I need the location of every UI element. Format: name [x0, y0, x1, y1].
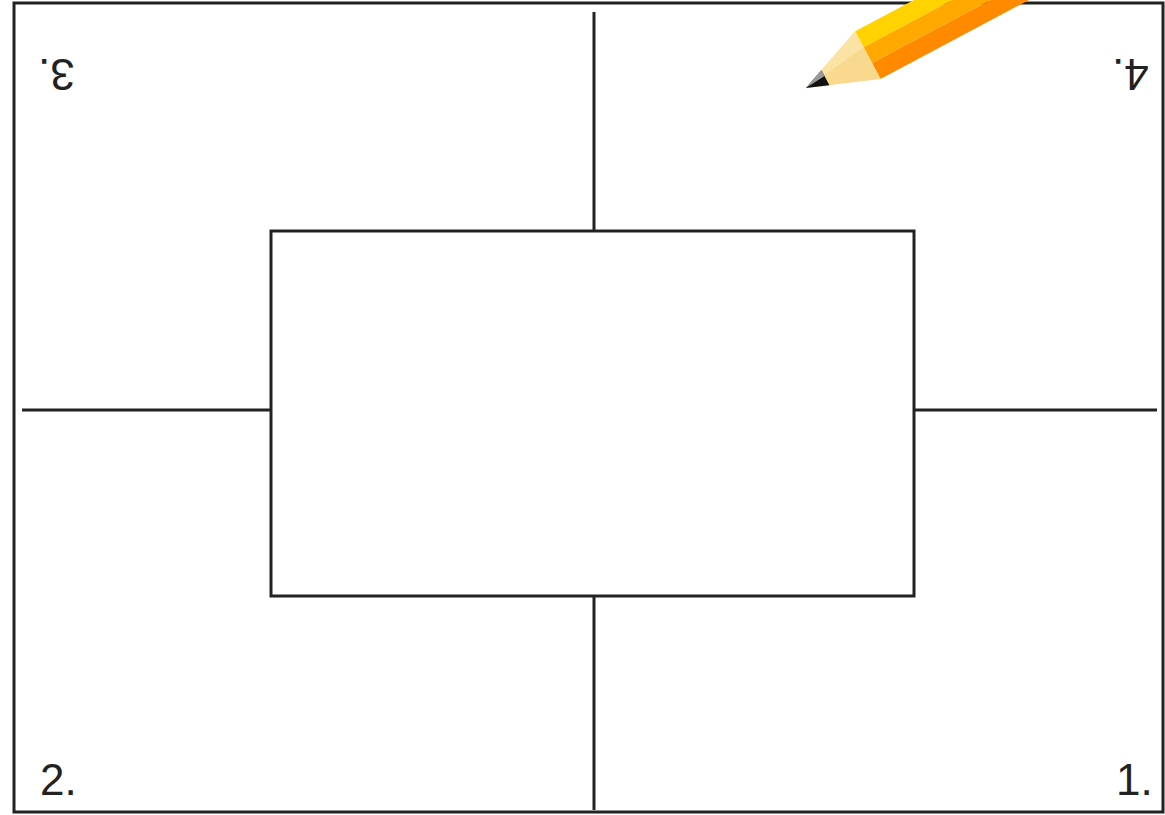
callout-number: 2. [40, 758, 77, 802]
callout-number: 3. [38, 52, 75, 96]
divider-line [593, 12, 596, 231]
center-box [271, 231, 914, 596]
pencil-icon [793, 0, 1165, 112]
outer-frame [14, 3, 1163, 812]
callout-number: 4. [1112, 52, 1149, 96]
divider-line [914, 409, 1157, 412]
callout-number: 1. [1116, 758, 1153, 802]
divider-line [22, 409, 271, 412]
divider-line [593, 596, 596, 810]
